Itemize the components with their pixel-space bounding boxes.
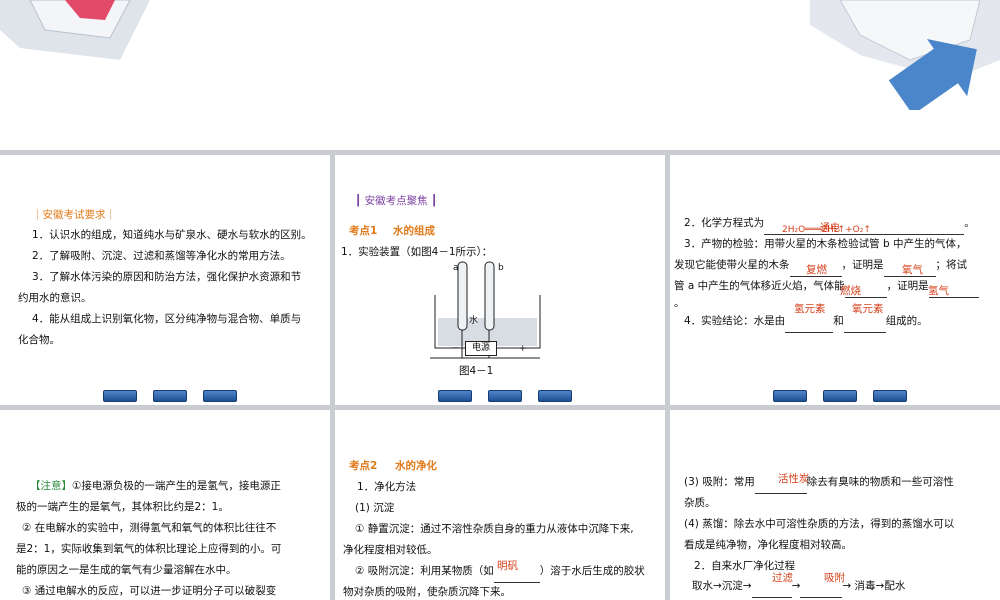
purify-line: (1) 沉淀 xyxy=(355,502,395,514)
requirement-line: 2．了解吸附、沉淀、过滤和蒸馏等净化水的常用方法。 xyxy=(32,250,291,262)
slide-purification-methods: 活性炭 (3) 吸附：常用 除去有臭味的物质和一些可溶性 杂质。 (4) 蒸馏：… xyxy=(670,410,1000,600)
purify-line: 物对杂质的吸附，使杂质沉降下来。 xyxy=(343,586,511,598)
plus-label: + xyxy=(519,344,527,354)
nav-home-button[interactable] xyxy=(153,390,187,402)
purify-line: ① 静置沉淀：通过不溶性杂质自身的重力从液体中沉降下来, xyxy=(355,523,634,535)
electrolysis-apparatus-diagram xyxy=(430,261,541,359)
power-label: 电源 xyxy=(465,341,498,356)
note-line: 是2：1，实际收集到氧气的体积比理论上应得到的小。可 xyxy=(16,543,282,555)
kp-label: 考点2 xyxy=(349,460,378,472)
answer-filtration: 过滤 xyxy=(772,572,793,584)
requirement-line: 约用水的意识。 xyxy=(18,292,92,304)
note-line: ② 在电解水的实验中，测得氢气和氧气的体积比往往不 xyxy=(22,522,277,534)
method-line: (4) 蒸馏：除去水中可溶性杂质的方法，得到的蒸馏水可以 xyxy=(684,518,955,530)
nav-back-button[interactable] xyxy=(773,390,807,402)
answer-hydrogen-element: 氢元素 xyxy=(794,303,826,315)
nav-back-button[interactable] xyxy=(438,390,472,402)
nav-forward-button[interactable] xyxy=(203,390,237,402)
tube-b-label: b xyxy=(498,263,504,273)
method-line: 看成是纯净物，净化程度相对较高。 xyxy=(684,539,852,551)
nav-back-button[interactable] xyxy=(103,390,137,402)
product-test-line: 3．产物的检验：用带火星的木条检验试管 b 中产生的气体， xyxy=(684,238,967,250)
kp-label: 考点1 xyxy=(349,225,378,237)
section-header: ┃ 安徽考点聚焦 ┃ xyxy=(355,195,438,207)
answer-oxygen: 氧气 xyxy=(902,264,923,276)
answer-rekindle: 复燃 xyxy=(806,264,827,276)
device-line: 1．实验装置（如图4－1所示）： xyxy=(341,246,493,258)
minus-label: － xyxy=(451,344,461,354)
section-header: ｜安徽考试要求｜ xyxy=(32,209,116,221)
slide-water-composition: ┃ 安徽考点聚焦 ┃ 考点1 水的组成 1．实验装置（如图4－1所示）： a b… xyxy=(335,155,665,405)
answer-hydrogen: 氢气 xyxy=(928,285,949,297)
nav-home-button[interactable] xyxy=(823,390,857,402)
answer-oxygen-element: 氧元素 xyxy=(852,303,884,315)
nav-forward-button[interactable] xyxy=(538,390,572,402)
water-label: 水 xyxy=(469,316,479,326)
answer-equation: 2H₂O═══2H₂↑+O₂↑ xyxy=(782,225,871,235)
slide-water-purification: 考点2 水的净化 1．净化方法 (1) 沉淀 ① 静置沉淀：通过不溶性杂质自身的… xyxy=(335,410,665,600)
product-test-line: 。 xyxy=(674,297,685,309)
purify-line: 1．净化方法 xyxy=(357,481,417,493)
equation-line: 2．化学方程式为 。 xyxy=(684,213,975,235)
note-line: 能的原因之一是生成的氧气有少量溶解在水中。 xyxy=(16,564,237,576)
tube-a-label: a xyxy=(453,263,459,273)
kp-title: 水的组成 xyxy=(393,225,435,237)
slide-notes: 【注意】①接电源负极的一端产生的是氢气，接电源正 极的一端产生的是氧气，其体积比… xyxy=(0,410,330,600)
nav-home-button[interactable] xyxy=(488,390,522,402)
answer-burn: 燃烧 xyxy=(840,285,861,297)
purify-line: 净化程度相对较低。 xyxy=(343,544,438,556)
slide-electrolysis-products: 2．化学方程式为 。 通电 2H₂O═══2H₂↑+O₂↑ 3．产物的检验：用带… xyxy=(670,155,1000,405)
product-test-line: 发现它能使带火星的木条 ，证明是 ；将试 xyxy=(674,255,967,277)
right-arrow-decoration-icon xyxy=(810,0,1000,110)
method-line: 2．自来水厂净化过程 xyxy=(694,560,796,572)
nav-forward-button[interactable] xyxy=(873,390,907,402)
method-line: (3) 吸附：常用 除去有臭味的物质和一些可溶性 xyxy=(684,472,954,494)
answer-condition: 通电 xyxy=(820,223,840,234)
note-label: 【注意】 xyxy=(30,480,72,492)
process-flow-line: 取水→沉淀→ → → 消毒→配水 xyxy=(692,576,905,598)
requirement-line: 1．认识水的组成，知道纯水与矿泉水、硬水与软水的区别。 xyxy=(32,229,312,241)
note-line: ③ 通过电解水的反应，可以进一步证明分子可以破裂变 xyxy=(22,585,277,597)
requirement-line: 化合物。 xyxy=(18,334,60,346)
product-test-line: 管 a 中产生的气体移近火焰，气体能 ，证明是 xyxy=(674,276,979,298)
header-band xyxy=(0,0,1000,150)
requirement-line: 4．能从组成上识别氧化物，区分纯净物与混合物、单质与 xyxy=(32,313,302,325)
slide-exam-requirements: ｜安徽考试要求｜ 1．认识水的组成，知道纯水与矿泉水、硬水与软水的区别。 2．了… xyxy=(0,155,330,405)
note-line: 【注意】①接电源负极的一端产生的是氢气，接电源正 xyxy=(30,480,281,492)
method-line: 杂质。 xyxy=(684,497,716,509)
note-line: 极的一端产生的是氧气，其体积比约是2：1。 xyxy=(16,501,229,513)
answer-activated-carbon: 活性炭 xyxy=(778,473,810,485)
left-decoration-icon xyxy=(0,0,150,60)
answer-alum: 明矾 xyxy=(497,560,518,572)
requirement-line: 3．了解水体污染的原因和防治方法，强化保护水资源和节 xyxy=(32,271,302,283)
figure-caption: 图4－1 xyxy=(459,365,494,377)
answer-adsorption: 吸附 xyxy=(824,572,845,584)
conclusion-line: 4．实验结论：水是由 和 组成的。 xyxy=(684,311,928,333)
purify-line: ② 吸附沉淀：利用某物质（如 ）溶于水后生成的胶状 xyxy=(355,561,645,583)
kp-title: 水的净化 xyxy=(395,460,437,472)
